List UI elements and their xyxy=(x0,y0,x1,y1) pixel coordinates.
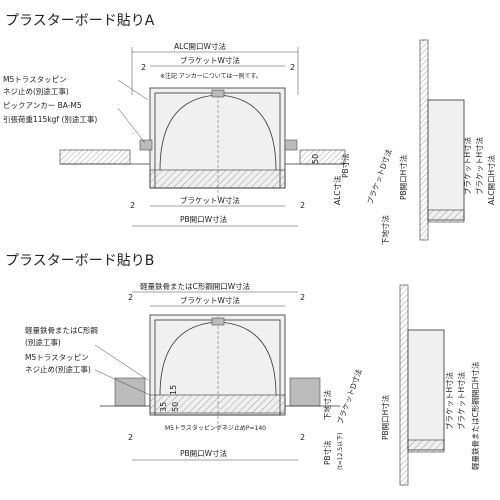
side-pb-h-a: PB開口H寸法 xyxy=(398,154,408,200)
section-a-title: プラスターボード貼りA xyxy=(5,13,155,29)
dim-steel-w-label: 軽量鉄骨またはC形鋼開口W寸法 xyxy=(140,281,251,291)
note-screw-b: M5トラスタッピングネジ止めP=140 xyxy=(165,424,266,432)
top-clip xyxy=(211,89,225,98)
num-2-b3: 2 xyxy=(128,433,133,442)
side-wall-a xyxy=(419,39,429,241)
num-15-b: 15 xyxy=(169,385,178,395)
panel-section-b xyxy=(149,394,286,414)
callout-a-1: M5トラスタッピン xyxy=(3,75,67,84)
dim-bracket-w-bottom-label: ブラケットW寸法 xyxy=(180,195,240,205)
dim-base-b: 下地寸法 xyxy=(322,390,332,420)
dim-bracket-d-a: ブラケットD寸法 xyxy=(364,147,393,206)
section-a: プラスターボード貼りA ALC開口W寸法 ブラケットW寸法 ※注記 アンカーにつ… xyxy=(3,13,496,245)
dim-bracket-d-b: ブラケットD寸法 xyxy=(334,367,363,426)
side-bracket-h-b: ブラケットH寸法 xyxy=(444,371,454,430)
dim-alc-c-a: ALC寸法 xyxy=(332,175,342,205)
num-2-b4: 2 xyxy=(300,433,305,442)
side-frame-b xyxy=(407,329,445,451)
callout-b-3: M5トラスタッピン xyxy=(25,353,89,362)
ceiling-board-left xyxy=(59,149,131,165)
dim-bracket-w-top-label: ブラケットW寸法 xyxy=(180,55,240,65)
side-bracket-h2-a: ブラケットH寸法 xyxy=(474,136,484,195)
side-bracket-h2-b: ブラケットH寸法 xyxy=(456,371,466,430)
side-bracket-h-a: ブラケットH寸法 xyxy=(462,136,472,195)
panel-section xyxy=(149,169,286,189)
callout-a-2: ネジ止め(別途工事) xyxy=(3,86,69,96)
callout-b-2: (別途工事) xyxy=(25,337,61,347)
leader-1 xyxy=(117,79,149,101)
dim-alc-w-label: ALC開口W寸法 xyxy=(174,41,226,51)
num-35-b: 35 xyxy=(159,402,168,412)
side-panel-b xyxy=(407,439,445,453)
dim-pb-a: PB寸法 xyxy=(340,153,350,178)
side-panel-a xyxy=(427,209,465,223)
leader-b-1 xyxy=(94,344,149,381)
anchor-right xyxy=(284,139,298,151)
callout-a-3: ピックアンカー BA-M5 xyxy=(3,101,82,110)
section-b-title: プラスターボード貼りB xyxy=(5,253,154,269)
side-frame-a xyxy=(427,99,465,221)
dim-pb-w-b-label: PB開口W寸法 xyxy=(180,448,228,458)
dim-pb-w-label: PB開口W寸法 xyxy=(180,214,228,224)
num-2-a2: 2 xyxy=(290,63,295,72)
ceiling-board-right xyxy=(299,149,346,165)
num-50-b: 50 xyxy=(171,402,180,412)
side-alc-h-a: ALC開口H寸法 xyxy=(486,154,496,205)
num-2-b2: 2 xyxy=(300,293,305,302)
callout-b-1: 軽量鉄骨またはC形鋼 xyxy=(25,325,98,335)
leader-2 xyxy=(117,107,146,144)
steel-right xyxy=(289,377,321,407)
callout-a-4: 引張荷重115kgf (別途工事) xyxy=(3,114,97,124)
num-50-a: 50 xyxy=(311,154,320,164)
num-2-b1: 2 xyxy=(128,293,133,302)
num-2-a1: 2 xyxy=(141,63,146,72)
steel-left xyxy=(114,377,146,407)
side-wall-b xyxy=(399,284,409,486)
side-steel-h-b: 軽量鉄骨またはC形鋼開口H寸法 xyxy=(470,361,480,470)
section-b: プラスターボード貼りB 軽量鉄骨またはC形鋼開口W寸法 ブラケットW寸法 軽量鉄… xyxy=(5,253,480,486)
dim-pb-b: PB寸法 xyxy=(322,440,332,465)
dim-bracket-w-top-b-label: ブラケットW寸法 xyxy=(180,295,240,305)
num-2-a4: 2 xyxy=(300,201,305,210)
top-clip-b xyxy=(211,317,225,326)
leader-b-2 xyxy=(94,369,151,396)
num-2-a3: 2 xyxy=(130,201,135,210)
side-pb-h-b: PB開口H寸法 xyxy=(380,394,390,440)
note-anchor: ※注記 アンカーについては一例です。 xyxy=(160,72,262,80)
dim-pb-sub-b: (t=12.5以下) xyxy=(337,433,344,470)
dim-base-a: 下地寸法 xyxy=(380,215,390,245)
callout-b-4: ネジ止め(別途工事) xyxy=(25,364,91,374)
anchor-left xyxy=(139,139,153,151)
